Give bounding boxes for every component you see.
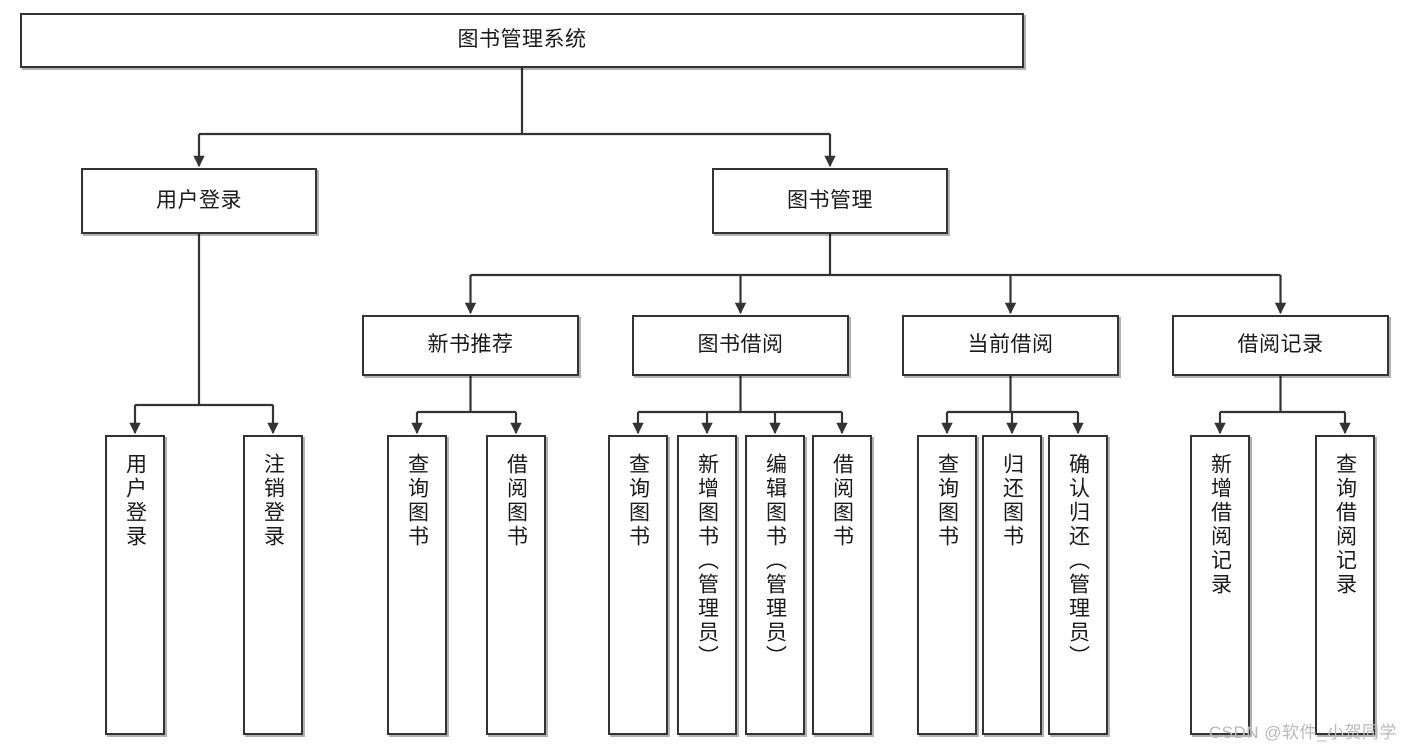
node-label: 查询借阅记录 bbox=[1333, 453, 1357, 597]
node-leaf-11[interactable]: 新增借阅记录 bbox=[1190, 435, 1250, 735]
node-leaf-6[interactable]: 编辑图书（管理员） bbox=[745, 435, 805, 735]
node-label: 借阅图书 bbox=[504, 453, 528, 549]
node-leaf-3[interactable]: 借阅图书 bbox=[486, 435, 546, 735]
node-tier3-2[interactable]: 当前借阅 bbox=[902, 315, 1119, 376]
node-leaf-8[interactable]: 查询图书 bbox=[917, 435, 977, 735]
node-leaf-4[interactable]: 查询图书 bbox=[608, 435, 668, 735]
node-label: 编辑图书（管理员） bbox=[763, 453, 787, 669]
node-tier2-1[interactable]: 图书管理 bbox=[712, 168, 948, 234]
node-label: 用户登录 bbox=[123, 453, 147, 549]
node-leaf-9[interactable]: 归还图书 bbox=[982, 435, 1042, 735]
node-label: 用户登录 bbox=[156, 188, 242, 212]
node-tier2-0[interactable]: 用户登录 bbox=[81, 168, 317, 234]
node-label: 图书管理 bbox=[787, 188, 873, 212]
node-label: 借阅记录 bbox=[1237, 333, 1324, 357]
node-label: 查询图书 bbox=[626, 453, 650, 549]
node-leaf-12[interactable]: 查询借阅记录 bbox=[1315, 435, 1375, 735]
node-label: 借阅图书 bbox=[830, 453, 854, 549]
node-label: 确认归还（管理员） bbox=[1066, 453, 1090, 669]
node-tier3-0[interactable]: 新书推荐 bbox=[362, 315, 579, 376]
node-label: 新书推荐 bbox=[427, 333, 514, 357]
watermark-text: CSDN @软件_小贺同学 bbox=[1208, 723, 1397, 742]
node-leaf-5[interactable]: 新增图书（管理员） bbox=[677, 435, 737, 735]
node-label: 当前借阅 bbox=[967, 333, 1054, 357]
node-leaf-1[interactable]: 注销登录 bbox=[243, 435, 303, 735]
node-label: 查询图书 bbox=[935, 453, 959, 549]
node-label: 新增借阅记录 bbox=[1208, 453, 1232, 597]
node-tier3-3[interactable]: 借阅记录 bbox=[1172, 315, 1389, 376]
node-label: 图书借阅 bbox=[697, 333, 784, 357]
node-label: 图书管理系统 bbox=[457, 28, 587, 52]
node-label: 注销登录 bbox=[261, 453, 285, 549]
node-label: 查询图书 bbox=[405, 453, 429, 549]
node-tier3-1[interactable]: 图书借阅 bbox=[632, 315, 849, 376]
node-leaf-0[interactable]: 用户登录 bbox=[105, 435, 165, 735]
node-leaf-10[interactable]: 确认归还（管理员） bbox=[1048, 435, 1108, 735]
node-label: 新增图书（管理员） bbox=[695, 453, 719, 669]
node-root[interactable]: 图书管理系统 bbox=[20, 13, 1024, 68]
node-leaf-2[interactable]: 查询图书 bbox=[387, 435, 447, 735]
node-leaf-7[interactable]: 借阅图书 bbox=[812, 435, 872, 735]
node-label: 归还图书 bbox=[1000, 453, 1024, 549]
